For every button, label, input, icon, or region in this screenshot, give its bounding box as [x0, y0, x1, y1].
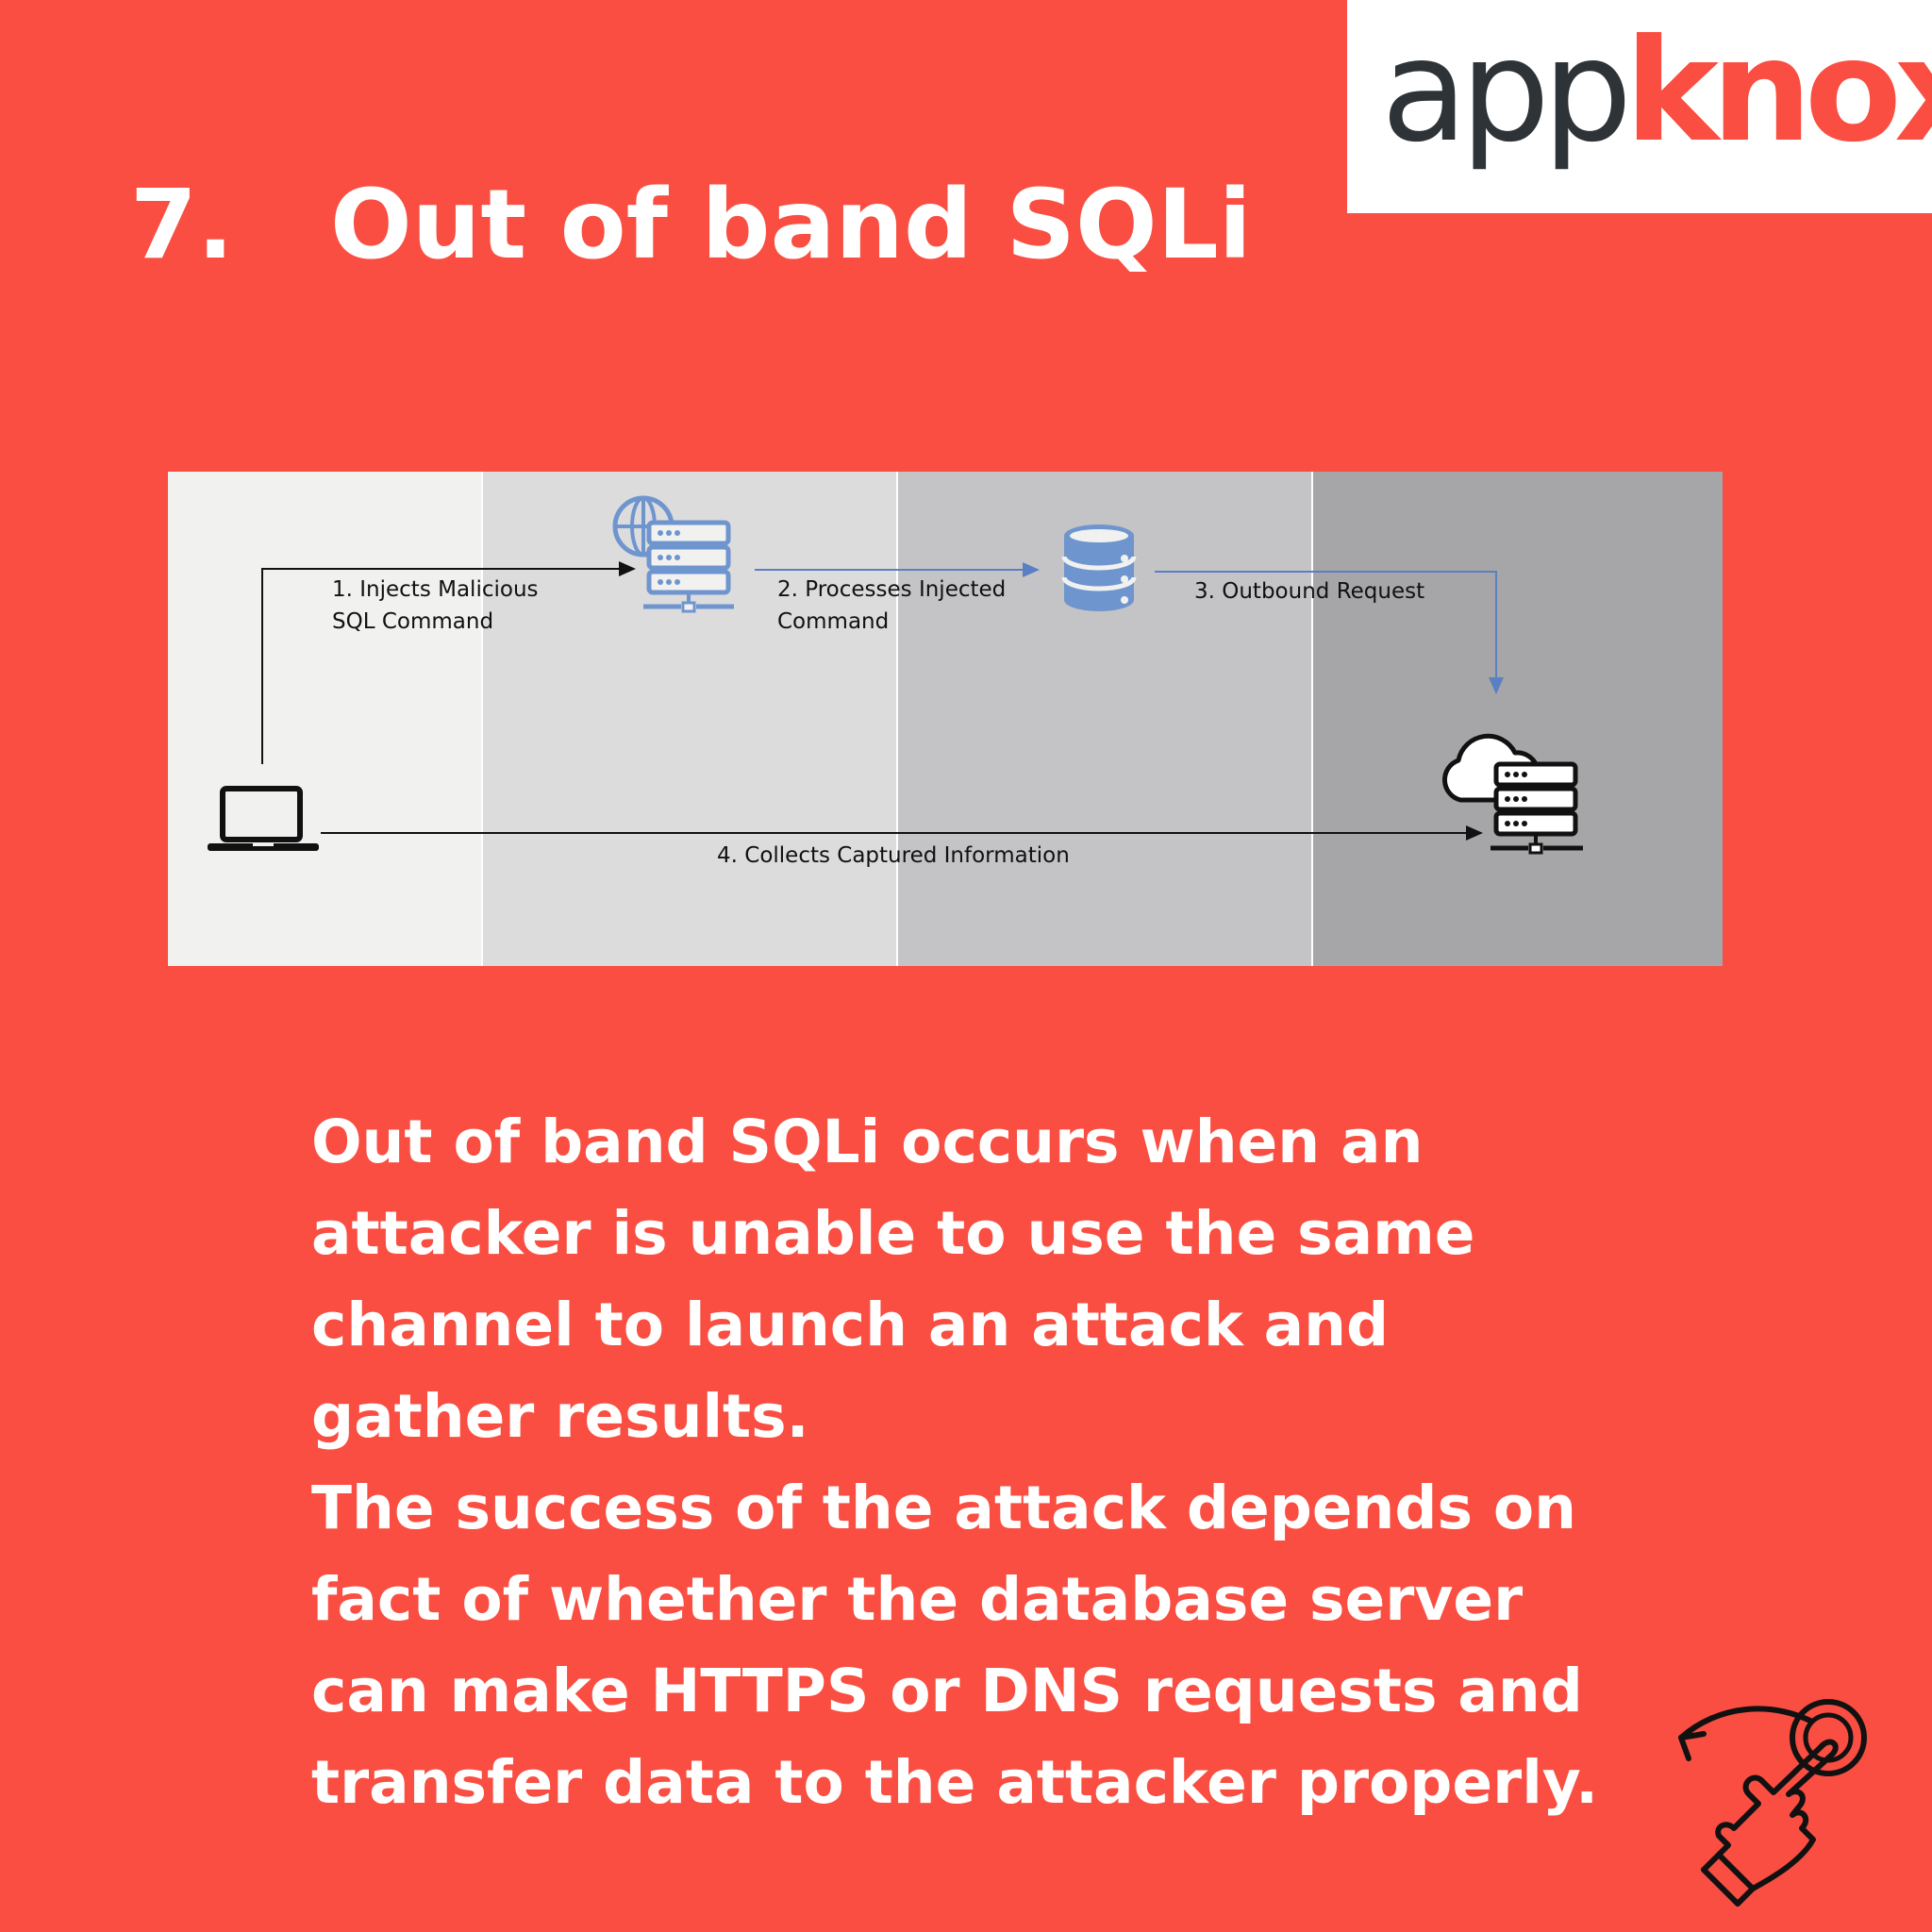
title-text: Out of band SQLi — [330, 169, 1252, 281]
description-line: fact of whether the database server — [311, 1565, 1524, 1634]
step1-line: SQL Command — [332, 609, 494, 634]
description-line: The success of the attack depends on — [311, 1474, 1577, 1542]
arrow-outbound — [1155, 571, 1504, 694]
description-line: channel to launch an attack and — [311, 1291, 1390, 1359]
step4-label: 4. Collects Captured Information — [717, 843, 1070, 868]
cloud-server-icon — [1441, 733, 1583, 855]
laptop-icon — [208, 786, 319, 851]
description-line: transfer data to the attacker properly. — [311, 1748, 1599, 1817]
logo-part-knox: knox — [1624, 9, 1932, 174]
step1-line: 1. Injects Malicious — [332, 577, 539, 602]
sqli-diagram: 1. Injects Malicious SQL Command 2. Proc… — [168, 472, 1723, 966]
step2-label: 2. Processes Injected Command — [777, 574, 1006, 638]
logo-box: appknox — [1347, 0, 1932, 213]
step2-line: 2. Processes Injected — [777, 577, 1007, 602]
description-line: attacker is unable to use the same — [311, 1199, 1475, 1268]
description-line: Out of band SQLi occurs when an — [311, 1108, 1424, 1176]
diagram-arrows — [261, 561, 1504, 841]
appknox-logo: appknox — [1381, 21, 1932, 162]
database-icon — [1061, 525, 1137, 611]
web-server-icon — [612, 495, 734, 613]
step1-label: 1. Injects Malicious SQL Command — [332, 574, 539, 638]
diagram-band-4 — [1311, 472, 1723, 966]
description-line: gather results. — [311, 1382, 809, 1451]
diagram-band-1 — [168, 472, 481, 966]
arrow-inject — [261, 561, 636, 764]
swipe-hand-icon[interactable] — [1660, 1689, 1887, 1915]
step2-line: Command — [777, 609, 890, 634]
step3-label: 3. Outbound Request — [1194, 579, 1425, 604]
title-number: 7. — [130, 169, 234, 281]
logo-part-app: app — [1381, 9, 1632, 174]
description-line: can make HTTPS or DNS requests and — [311, 1657, 1583, 1725]
description-text: Out of band SQLi occurs when an attacker… — [311, 1096, 1632, 1828]
